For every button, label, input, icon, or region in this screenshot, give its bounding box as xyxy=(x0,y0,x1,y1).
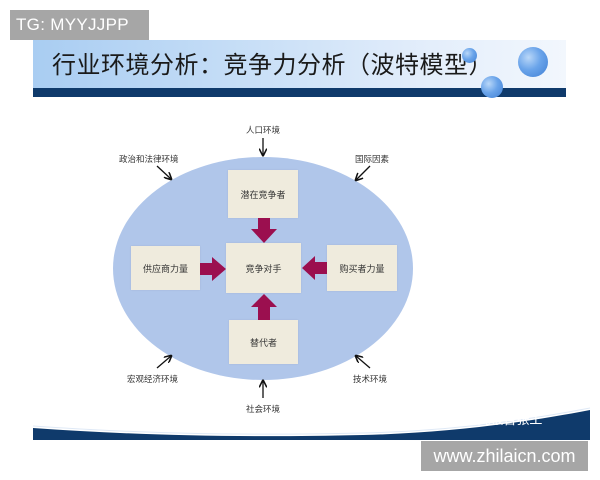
arrow-left-icon xyxy=(302,256,327,280)
box-buyer-power: 购买者力量 xyxy=(327,245,397,291)
box-supplier-power: 供应商力量 xyxy=(131,246,200,290)
bottom-watermark: www.zhilaicn.com xyxy=(421,441,588,471)
arrow-up-icon xyxy=(251,294,277,320)
top-watermark: TG: MYYJJPP xyxy=(10,10,149,40)
slide-footer-text: 百家号/可行性研究报告张工 xyxy=(382,413,543,428)
bubble-decoration-small xyxy=(462,48,477,63)
label-macroeconomic-env: 宏观经济环境 xyxy=(127,375,179,385)
arrow-right-icon xyxy=(200,257,226,281)
bubble-decoration-large xyxy=(518,47,548,77)
box-potential-entrants: 潜在竞争者 xyxy=(228,170,298,218)
label-international-factors: 国际因素 xyxy=(355,155,390,165)
box-competitors: 竞争对手 xyxy=(226,243,301,293)
slide-title: 行业环境分析：竞争力分析（波特模型） xyxy=(52,51,493,79)
slide-header-bar xyxy=(33,88,566,97)
label-population-env: 人口环境 xyxy=(246,126,281,136)
label-social-env: 社会环境 xyxy=(246,405,281,415)
slide-header-band xyxy=(33,40,566,90)
slide-footer-band xyxy=(32,407,591,440)
box-substitutes: 替代者 xyxy=(229,320,298,364)
label-technology-env: 技术环境 xyxy=(353,375,388,385)
bubble-decoration-medium xyxy=(481,76,503,98)
label-political-legal-env: 政治和法律环境 xyxy=(119,155,179,165)
arrow-down-icon xyxy=(251,218,277,243)
